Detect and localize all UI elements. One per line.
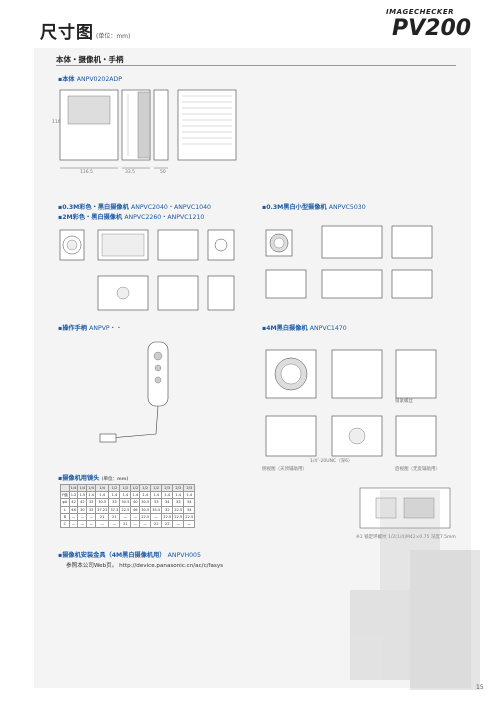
dim-label: 116: [52, 120, 61, 125]
handle-drawing: [99, 341, 169, 443]
dim-label: 50: [160, 170, 166, 175]
cam4m-note: 侧视图（天顶辅助用）: [262, 467, 307, 472]
body-unit-drawing: [59, 89, 237, 169]
cam2m-heading: ▪2M彩色・黑白摄像机 ANPVC2260・ANPVC1210: [58, 214, 205, 221]
brand-logo: PV200: [392, 16, 472, 41]
handle-heading: ▪操作手柄 ANPVP・・: [58, 325, 123, 332]
cam03-2m-drawing: [59, 229, 235, 311]
cam4m-note: 1/4″-20UNC（深6）: [310, 459, 353, 464]
cam4m-heading: ▪4M黑白摄像机 ANPVC1470: [262, 325, 347, 332]
section-title: 本体・摄像机・手柄: [56, 55, 124, 64]
lens-diagram: [359, 487, 451, 529]
cam-small-heading: ▪0.3M黑白小型摄像机 ANPVC5030: [262, 204, 366, 211]
brand-subtitle: IMAGECHECKER: [386, 8, 455, 16]
lens-heading: ▪摄像机用镜头 (单位：mm): [58, 475, 129, 482]
mount-url-link[interactable]: http://device.panasonic.cn/ac/c/fasys: [119, 563, 224, 569]
lens-footnote: ※1 锁定环螺纹 1/2(1/4)M42×0.75 深度7.5mm: [356, 535, 456, 540]
dim-label: 33.5: [125, 170, 136, 175]
section-divider: [56, 65, 456, 66]
cam-small-drawing: [265, 225, 433, 299]
body-unit-heading: ▪本体 ANPV0202ADP: [58, 76, 123, 83]
background-camera-illustration: [350, 490, 480, 690]
mount-note: 参照本公司Web页。 http://device.panasonic.cn/ac…: [66, 563, 224, 569]
dim-label: 116.5: [80, 170, 93, 175]
cam4m-drawing: [265, 349, 437, 457]
cam4m-note: 锁紧螺丝: [395, 399, 413, 404]
page-title: 尺寸图(单位：mm): [40, 23, 131, 43]
page-number: 15: [476, 684, 484, 691]
cam03-heading: ▪0.3M彩色・黑白摄像机 ANPVC2040・ANPVC1040: [58, 204, 211, 211]
mount-heading: ▪摄像机安装金具（4M黑白摄像机用） ANPVH005: [58, 552, 201, 559]
cam4m-note: 后视图（无反辅助用）: [395, 467, 440, 472]
